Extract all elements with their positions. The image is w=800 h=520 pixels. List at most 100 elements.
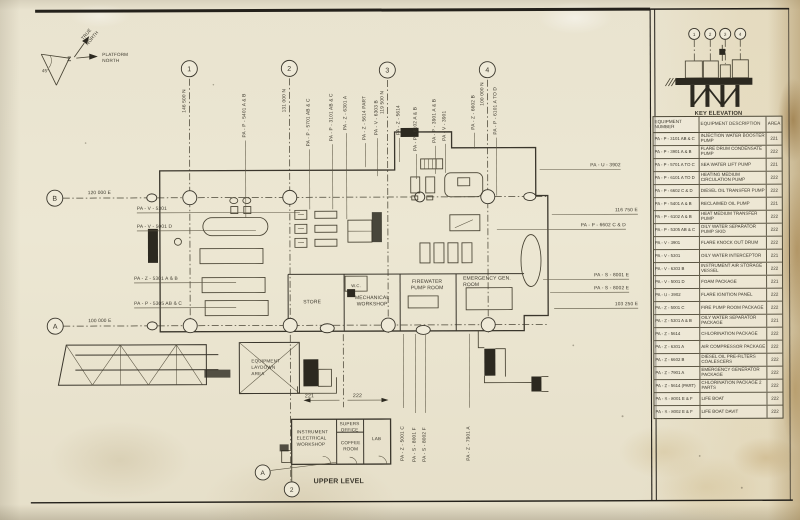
stair [484, 348, 496, 376]
paper-specks [84, 83, 743, 489]
stair [147, 228, 159, 263]
cell-equipment-number: PA - Z - 5001 C [655, 304, 685, 310]
cell-equipment-number: PA - P - 6102 A & B [654, 213, 692, 219]
compass-angle: 45° [42, 68, 49, 73]
table-row: PA - Z - 6602 B DIESEL OIL PRE-FILTERS CO… [654, 352, 783, 367]
key-bubble-1: 1 [693, 32, 696, 37]
true-north-arrowhead [82, 36, 90, 45]
room-label: SUPERS [340, 421, 360, 426]
cell-equipment-description: RECLAIMED OIL PUMP [698, 197, 766, 210]
cell-equipment-number: PA - Z - 5614 [655, 330, 681, 336]
cell-area: 222 [765, 236, 782, 249]
cell-equipment-description: FLARE DRUM CONDENSATE PUMP [698, 145, 766, 158]
room-label: W.C. [351, 283, 361, 288]
equipment-tag: 103 250 E [615, 301, 638, 307]
room-label: AREA [251, 371, 265, 376]
area-222-label: 222 [353, 393, 362, 399]
grid-bubble-2: 2 [287, 66, 291, 73]
room-label: ELECTRICAL [297, 435, 327, 440]
cell-equipment-description: AIR COMPRESSOR PACKAGE [699, 340, 767, 353]
header-equipment-number: EQUIPMENT NUMBER [654, 118, 682, 129]
grid-coordinate-north: 119 500 N [379, 91, 385, 115]
cell-equipment-description: HEATING MEDIUM CIRCULATION PUMP [698, 171, 766, 184]
cell-equipment-number: PA - P - 5305 AB & C [654, 226, 696, 232]
room-label: EQUIPMENT [251, 358, 280, 363]
header-equipment-description: EQUIPMENT DESCRIPTION [698, 116, 766, 132]
equipment-tag: PA - P - 5701 AB & C [305, 98, 311, 146]
equipment-tag: PA - S - 8002 E [594, 285, 629, 291]
cell-equipment-description: LIFE BOAT DAVIT [699, 405, 767, 418]
equipment-tag: PA - S - 8001 E [594, 272, 629, 278]
cell-equipment-number: PA - V - 5301 [654, 252, 681, 258]
area-221-label: 221 [305, 393, 314, 399]
equipment-tag: PA - V - 5301 [137, 206, 167, 212]
cell-equipment-description: FLARE IGNITION PANEL [699, 288, 767, 301]
main-deck-plan [146, 127, 549, 392]
cell-equipment-number: PA - V - 3901 [654, 239, 681, 245]
cell-equipment-description: LIFE BOAT [699, 392, 767, 405]
stair [531, 376, 542, 392]
room-label: PUMP ROOM [411, 285, 444, 291]
cell-area: 221 [765, 132, 782, 145]
cell-area: 222 [765, 184, 782, 197]
cell-area: 222 [766, 327, 783, 340]
equipment-tag: PA - V - 6303 B [373, 100, 379, 135]
key-bubble-3: 3 [724, 32, 727, 37]
cell-equipment-description: DIESEL OIL PRE-FILTERS COALESCERS [699, 353, 767, 366]
cell-area: 222 [766, 366, 783, 379]
cell-area: 222 [766, 301, 783, 314]
upper-level-plan: A 2 UPPER LEVEL [254, 418, 392, 498]
cell-equipment-number: PA - P - 6602 C & D [654, 187, 693, 193]
equipment-table-header: EQUIPMENT NUMBER EQUIPMENT DESCRIPTION A… [653, 116, 782, 134]
key-elevation: 1 2 3 4 KEY ELEVATION [665, 27, 753, 117]
equipment-tag: PA - S - 8002 F [422, 427, 428, 462]
platform-north-label: NORTH [102, 58, 119, 63]
grid-coordinate-east: 100 000 E [88, 318, 111, 324]
grid-coordinate-north: 100 000 N [479, 82, 485, 106]
cell-equipment-description: SEA WATER LIFT PUMP [698, 158, 766, 171]
cell-area: 222 [765, 171, 782, 184]
cell-area: 222 [765, 223, 782, 236]
cell-area: 221 [765, 158, 782, 171]
north-arrow: Z 45° [40, 36, 98, 86]
datum-bubble-2: 2 [290, 487, 294, 494]
room-label: FIREWATER [412, 279, 442, 285]
equipment-tag: PA - Z - 7901 A [466, 426, 472, 461]
equipment-tag: 116 750 E [615, 207, 638, 213]
grid-bubble-3: 3 [385, 68, 389, 75]
cell-equipment-number: PA - P - 3901 A & B [654, 148, 692, 154]
cell-equipment-number: PA - P - 5401 A & B [654, 200, 692, 206]
cell-area: 222 [766, 353, 783, 366]
cell-equipment-number: PA - Z - 6602 B [655, 356, 685, 362]
room-label: WORKSHOP [297, 442, 326, 447]
datum-bubble-A: A [260, 470, 265, 477]
wc-room [344, 275, 368, 292]
cell-equipment-number: PA - V - 6303 B [655, 265, 685, 271]
header-area: AREA [765, 116, 782, 132]
equipment-tag: PA - P - 5305 AB & C [134, 301, 182, 307]
equipment-tag: PA - V - 3901 [441, 111, 447, 141]
equipment-tag: PA - P - 5401 A & B [241, 94, 247, 138]
grid-bubble-4: 4 [485, 67, 489, 74]
cell-equipment-number: PA - Z - 7901 A [655, 369, 685, 375]
table-row: PA - V - 6303 B INSTRUMENT AIR STORAGE VE… [654, 261, 783, 276]
cell-equipment-description: INSTRUMENT AIR STORAGE VESSEL [699, 262, 767, 275]
cell-area: 221 [765, 197, 782, 210]
equipment-tag: PA - U - 3902 [590, 162, 621, 168]
flare-knockout-drum [444, 172, 484, 198]
upper-level-title: UPPER LEVEL [314, 478, 365, 485]
room-label: LAB [372, 436, 381, 441]
room-label: OFFICE [341, 427, 359, 432]
